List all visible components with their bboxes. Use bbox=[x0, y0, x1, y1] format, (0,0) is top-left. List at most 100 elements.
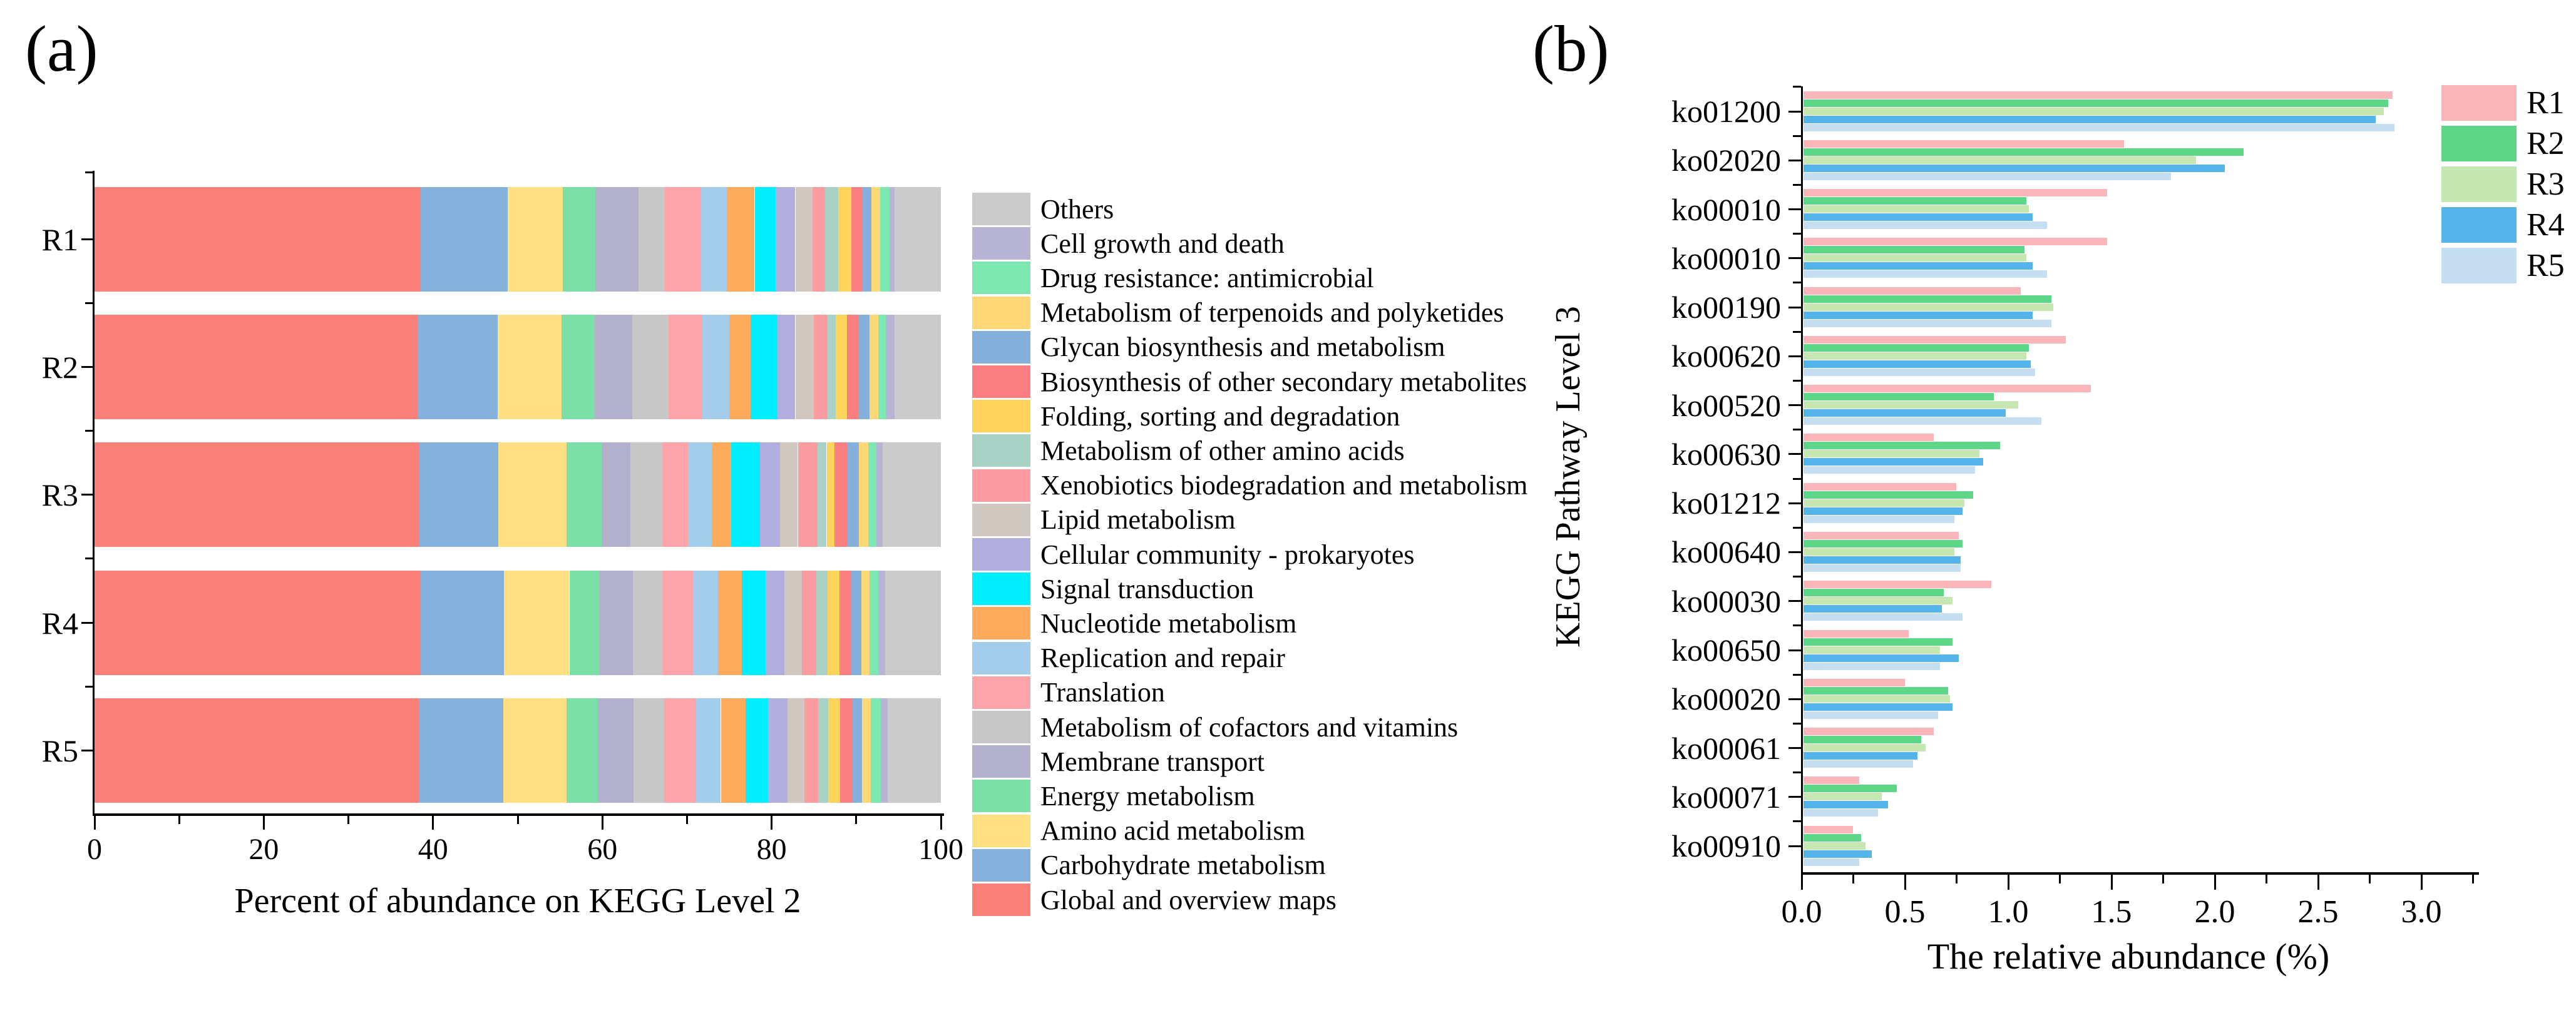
legend-swatch bbox=[972, 711, 1030, 743]
bar-segment-R4 bbox=[718, 571, 742, 675]
category-label: ko00010 bbox=[1671, 240, 1781, 276]
bar-segment-R3 bbox=[834, 442, 847, 547]
x-axis-minor-tick bbox=[2472, 875, 2474, 883]
bar-segment-R5 bbox=[567, 698, 598, 803]
x-axis-minor-tick bbox=[347, 816, 350, 824]
bar-R1 bbox=[1804, 91, 2393, 99]
x-axis-tick bbox=[601, 816, 603, 830]
bar-segment-R3 bbox=[826, 442, 834, 547]
x-axis-minor-tick bbox=[2369, 875, 2371, 883]
bar-segment-R3 bbox=[798, 442, 818, 547]
bar-R2 bbox=[1804, 197, 2027, 205]
bar-R3 bbox=[1804, 646, 1940, 654]
bar-segment-R2 bbox=[827, 315, 836, 419]
category-label: ko00620 bbox=[1671, 339, 1781, 374]
row-label: R3 bbox=[41, 477, 78, 512]
x-tick-label: 3.0 bbox=[2401, 894, 2442, 930]
x-axis-tick bbox=[940, 816, 942, 830]
bar-segment-R3 bbox=[868, 442, 877, 547]
y-axis-minor-tick bbox=[1793, 624, 1801, 627]
bar-segment-R5 bbox=[881, 698, 888, 803]
legend-label: Cellular community - prokaryotes bbox=[1040, 539, 1415, 570]
bar-segment-R1 bbox=[824, 187, 839, 292]
bar-segment-R1 bbox=[562, 187, 596, 292]
y-axis-minor-tick bbox=[1793, 820, 1801, 823]
bar-segment-R5 bbox=[788, 698, 805, 803]
y-axis-tick bbox=[1788, 404, 1801, 407]
bar-segment-R1 bbox=[665, 187, 702, 292]
bar-R3 bbox=[1804, 352, 2027, 360]
x-tick-label: 60 bbox=[587, 833, 618, 866]
bar-R1 bbox=[1804, 335, 2066, 344]
bar-segment-R4 bbox=[885, 571, 941, 675]
bar-segment-R3 bbox=[846, 442, 859, 547]
bar-R4 bbox=[1804, 507, 1963, 515]
x-axis-minor-tick bbox=[2266, 875, 2267, 883]
bar-R1 bbox=[1804, 482, 1957, 491]
bar-R5 bbox=[1804, 711, 1938, 719]
bar-segment-R1 bbox=[871, 187, 880, 292]
x-tick-label: 80 bbox=[756, 833, 787, 866]
bar-R5 bbox=[1804, 172, 2172, 180]
legend-label: Energy metabolism bbox=[1040, 780, 1255, 812]
bar-segment-R4 bbox=[692, 571, 719, 675]
bar-segment-R4 bbox=[632, 571, 663, 675]
legend-swatch bbox=[2441, 207, 2517, 243]
y-axis-tick bbox=[81, 494, 93, 496]
bar-segment-R5 bbox=[95, 698, 419, 803]
bar-segment-R1 bbox=[639, 187, 665, 292]
y-axis-line bbox=[1801, 86, 1803, 875]
category-label: ko00190 bbox=[1671, 290, 1781, 325]
x-axis-tick bbox=[771, 816, 773, 830]
bar-segment-R1 bbox=[776, 187, 796, 292]
bar-segment-R4 bbox=[851, 571, 861, 675]
row-label: R4 bbox=[41, 605, 78, 641]
legend-label: Xenobiotics biodegradation and metabolis… bbox=[1040, 470, 1528, 501]
bar-R5 bbox=[1804, 515, 1954, 523]
bar-segment-R2 bbox=[668, 315, 702, 419]
x-axis-line bbox=[1801, 872, 2479, 875]
x-tick-label: 0.5 bbox=[1884, 894, 1926, 930]
bar-segment-R5 bbox=[840, 698, 852, 803]
bar-segment-R1 bbox=[889, 187, 895, 292]
legend-label: Folding, sorting and degradation bbox=[1040, 400, 1400, 432]
bar-R4 bbox=[1804, 409, 2006, 417]
legend-swatch bbox=[972, 262, 1030, 295]
bar-segment-R3 bbox=[601, 442, 630, 547]
bar-R2 bbox=[1804, 833, 1862, 842]
x-axis-minor-tick bbox=[685, 816, 688, 824]
bar-R2 bbox=[1804, 736, 1922, 743]
bar-R2 bbox=[1804, 686, 1948, 695]
bar-R5 bbox=[1804, 760, 1913, 768]
x-axis-tick bbox=[432, 816, 434, 830]
y-axis-tick bbox=[1788, 747, 1801, 749]
bar-R3 bbox=[1804, 156, 2196, 164]
bar-R2 bbox=[1804, 295, 2051, 303]
bar-segment-R4 bbox=[827, 571, 839, 675]
bar-segment-R1 bbox=[754, 187, 776, 292]
legend-label: Biosynthesis of other secondary metaboli… bbox=[1040, 366, 1527, 397]
bar-segment-R5 bbox=[828, 698, 841, 803]
legend-label: Metabolism of cofactors and vitamins bbox=[1040, 711, 1459, 743]
category-label: ko01212 bbox=[1671, 486, 1781, 521]
bar-segment-R5 bbox=[862, 698, 871, 803]
bar-segment-R2 bbox=[632, 315, 669, 419]
y-axis-minor-tick bbox=[1793, 526, 1801, 529]
bar-segment-R3 bbox=[882, 442, 941, 547]
x-axis-minor-tick bbox=[855, 816, 858, 824]
bar-segment-R3 bbox=[759, 442, 781, 547]
bar-segment-R2 bbox=[418, 315, 498, 419]
x-axis-tick bbox=[1904, 875, 1906, 890]
bar-R5 bbox=[1804, 466, 1975, 474]
bar-R4 bbox=[1804, 458, 1984, 466]
legend-label: Glycan biosynthesis and metabolism bbox=[1040, 332, 1445, 363]
bar-R4 bbox=[1804, 801, 1889, 809]
x-tick-label: 40 bbox=[418, 833, 448, 866]
bar-segment-R1 bbox=[795, 187, 813, 292]
legend-swatch bbox=[972, 607, 1030, 640]
legend-swatch bbox=[972, 814, 1030, 847]
bar-segment-R4 bbox=[870, 571, 878, 675]
bar-segment-R2 bbox=[729, 315, 751, 419]
legend-swatch bbox=[972, 503, 1030, 536]
bar-R1 bbox=[1804, 238, 2108, 246]
